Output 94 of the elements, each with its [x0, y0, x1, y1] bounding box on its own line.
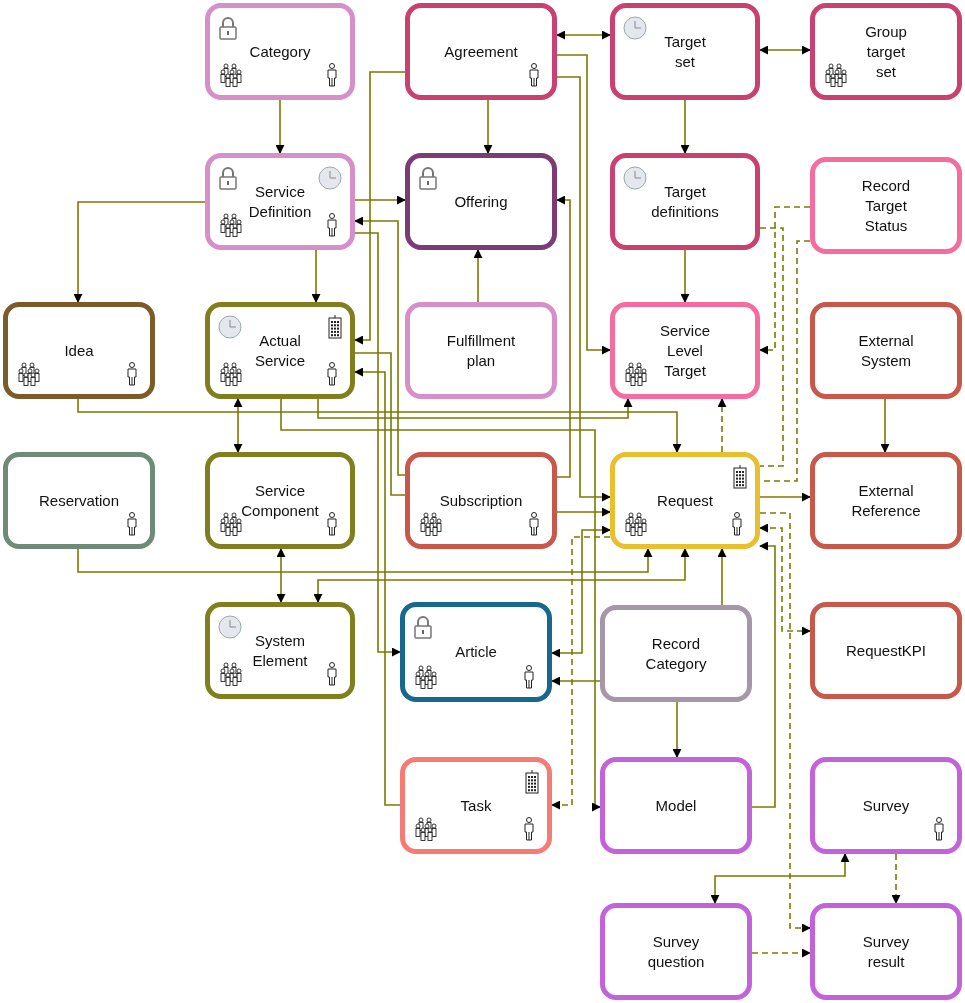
entity-label: Target set	[663, 31, 707, 72]
entity-label: Survey result	[861, 931, 911, 972]
entity-box	[810, 302, 962, 399]
entity-label: Fulfillment plan	[445, 330, 517, 371]
arrow	[354, 195, 406, 205]
arrow	[751, 541, 776, 808]
entity-label: Idea	[64, 340, 94, 361]
arrow	[556, 195, 571, 478]
dashed-arrow	[751, 948, 811, 958]
arrow	[680, 249, 690, 303]
arrow	[672, 701, 682, 758]
entity-label: Article	[455, 642, 497, 662]
entity-box	[400, 602, 552, 702]
arrow	[551, 525, 611, 658]
entity-label: External System	[857, 330, 915, 371]
arrow	[280, 398, 601, 812]
entity-box	[810, 757, 962, 854]
entity-box	[810, 3, 962, 100]
entity-box	[810, 452, 962, 549]
dashed-arrow	[759, 206, 811, 355]
entity-box	[600, 757, 752, 854]
entity-label: Survey question	[646, 931, 706, 972]
arrow	[275, 99, 285, 154]
arrow	[354, 232, 401, 657]
entity-label: Survey	[862, 795, 910, 816]
arrow	[233, 398, 243, 453]
entity-box	[610, 302, 760, 399]
dashed-arrow	[551, 536, 611, 810]
entity-box	[405, 3, 557, 100]
entity-label: Category	[249, 41, 311, 62]
entity-label: Group target set	[864, 21, 908, 82]
arrow	[556, 54, 611, 355]
entity-box	[400, 757, 552, 854]
entity-box	[600, 903, 752, 1000]
entity-label: Service Definition	[247, 181, 313, 222]
entity-box	[205, 153, 355, 250]
entity-box	[3, 452, 155, 549]
arrow	[73, 201, 206, 303]
entity-box	[205, 452, 355, 549]
arrow	[77, 548, 653, 573]
entity-label: Service Level Target	[659, 320, 711, 381]
arrow	[317, 398, 633, 419]
arrow	[759, 45, 811, 55]
entity-label: Subscription	[439, 490, 523, 511]
entity-label: Target definitions	[650, 181, 720, 222]
entity-label: Record Category	[644, 633, 708, 674]
entity-label: Actual Service	[254, 330, 306, 371]
arrow	[717, 548, 727, 606]
arrow	[556, 30, 611, 40]
entity-box	[205, 602, 355, 699]
entity-box	[810, 602, 962, 699]
arrow	[759, 492, 811, 502]
entity-label: Model	[655, 795, 697, 816]
arrow	[680, 99, 690, 154]
arrow	[483, 99, 493, 154]
arrow	[77, 398, 682, 453]
entity-box	[610, 153, 760, 250]
arrow	[710, 853, 850, 904]
arrow	[354, 367, 401, 806]
arrow	[556, 76, 611, 502]
arrow	[556, 507, 611, 517]
arrow	[354, 216, 406, 476]
dashed-arrow	[759, 512, 811, 933]
entity-label: Record Target Status	[860, 175, 912, 236]
entity-label: System Element	[251, 630, 309, 671]
entity-box	[610, 452, 760, 549]
entity-label: Request	[657, 490, 713, 511]
entity-box	[3, 302, 155, 399]
arrow	[313, 548, 690, 603]
arrow	[473, 249, 483, 303]
entity-label: Agreement	[444, 41, 518, 62]
entity-label: External Reference	[850, 480, 922, 521]
entity-box	[405, 452, 557, 549]
entity-box	[610, 3, 760, 100]
entity-box	[600, 605, 752, 702]
dashed-arrow	[717, 398, 727, 453]
dashed-arrow	[759, 523, 811, 636]
entity-box	[405, 302, 557, 399]
entity-label: RequestKPI	[845, 640, 926, 661]
entity-box	[205, 3, 355, 100]
entity-box	[405, 153, 557, 250]
entity-box	[205, 302, 355, 399]
entity-label: Reservation	[38, 490, 119, 511]
dashed-arrow	[891, 853, 901, 904]
arrow	[311, 249, 321, 303]
entity-label: Service Component	[240, 480, 320, 521]
arrow	[880, 398, 890, 453]
arrow	[276, 548, 286, 603]
arrow	[354, 71, 406, 345]
entity-label: Task	[460, 795, 492, 816]
entity-box	[810, 903, 962, 1000]
entity-label: Offering	[454, 191, 508, 212]
entity-box	[810, 157, 962, 254]
arrow	[551, 676, 601, 686]
